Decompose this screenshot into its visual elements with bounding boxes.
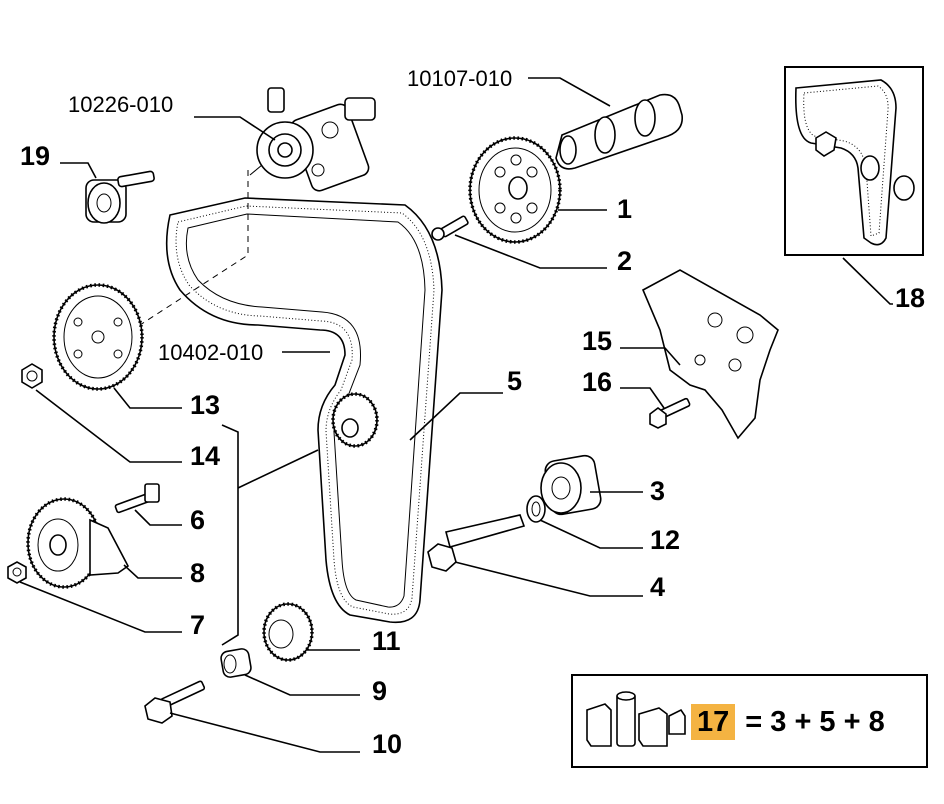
inset-detail-18 xyxy=(784,66,924,256)
nut-14 xyxy=(21,363,43,389)
washer-12 xyxy=(526,495,546,523)
nut-7 xyxy=(7,561,27,584)
label-5: 5 xyxy=(507,366,522,396)
part-labels: 10226-010 10107-010 10402-010 19 1 2 18 … xyxy=(20,66,925,759)
bolt-6 xyxy=(114,483,160,514)
label-8: 8 xyxy=(190,558,205,588)
kit-contents-box: 17 = 3 + 5 + 8 xyxy=(571,674,928,768)
label-pump-ref: 10226-010 xyxy=(68,92,173,117)
label-14: 14 xyxy=(190,441,220,471)
label-camshaft-ref: 10107-010 xyxy=(407,66,512,91)
long-bolt-4 xyxy=(427,514,526,572)
label-19: 19 xyxy=(20,141,50,171)
spacer-9 xyxy=(220,648,252,678)
label-13: 13 xyxy=(190,390,220,420)
label-1: 1 xyxy=(617,194,632,224)
crankshaft-pulley xyxy=(52,283,144,391)
belt-idler xyxy=(331,392,379,448)
label-16: 16 xyxy=(582,367,612,397)
bolt-16 xyxy=(649,397,691,429)
kit-icon xyxy=(586,691,686,747)
camshaft-pulley xyxy=(468,136,562,244)
label-crank-ref: 10402-010 xyxy=(158,340,263,365)
idler-pulley-19 xyxy=(85,170,155,224)
pulley-bolt xyxy=(431,215,469,241)
tensioner-pulley xyxy=(26,497,130,589)
label-4: 4 xyxy=(650,572,665,602)
inset-belt-drawing xyxy=(794,79,915,246)
label-15: 15 xyxy=(582,326,612,356)
label-18: 18 xyxy=(895,283,925,313)
camshaft xyxy=(555,93,684,170)
label-9: 9 xyxy=(372,676,387,706)
high-pressure-pump xyxy=(249,87,376,192)
idler-pulley-3 xyxy=(540,454,602,516)
bolt-10 xyxy=(144,680,206,724)
label-11: 11 xyxy=(372,626,401,656)
inset-tensioner xyxy=(815,131,837,157)
label-7: 7 xyxy=(190,610,205,640)
kit-formula: 17 = 3 + 5 + 8 xyxy=(691,702,885,742)
belt-cover-15 xyxy=(641,269,779,440)
label-6: 6 xyxy=(190,505,205,535)
label-12: 12 xyxy=(650,525,680,555)
label-3: 3 xyxy=(650,476,665,506)
leader-lines xyxy=(19,77,893,753)
label-2: 2 xyxy=(617,246,632,276)
pulley-11 xyxy=(262,602,314,662)
label-10: 10 xyxy=(372,729,402,759)
kit-number: 17 xyxy=(691,704,736,740)
kit-composition: = 3 + 5 + 8 xyxy=(745,705,885,738)
